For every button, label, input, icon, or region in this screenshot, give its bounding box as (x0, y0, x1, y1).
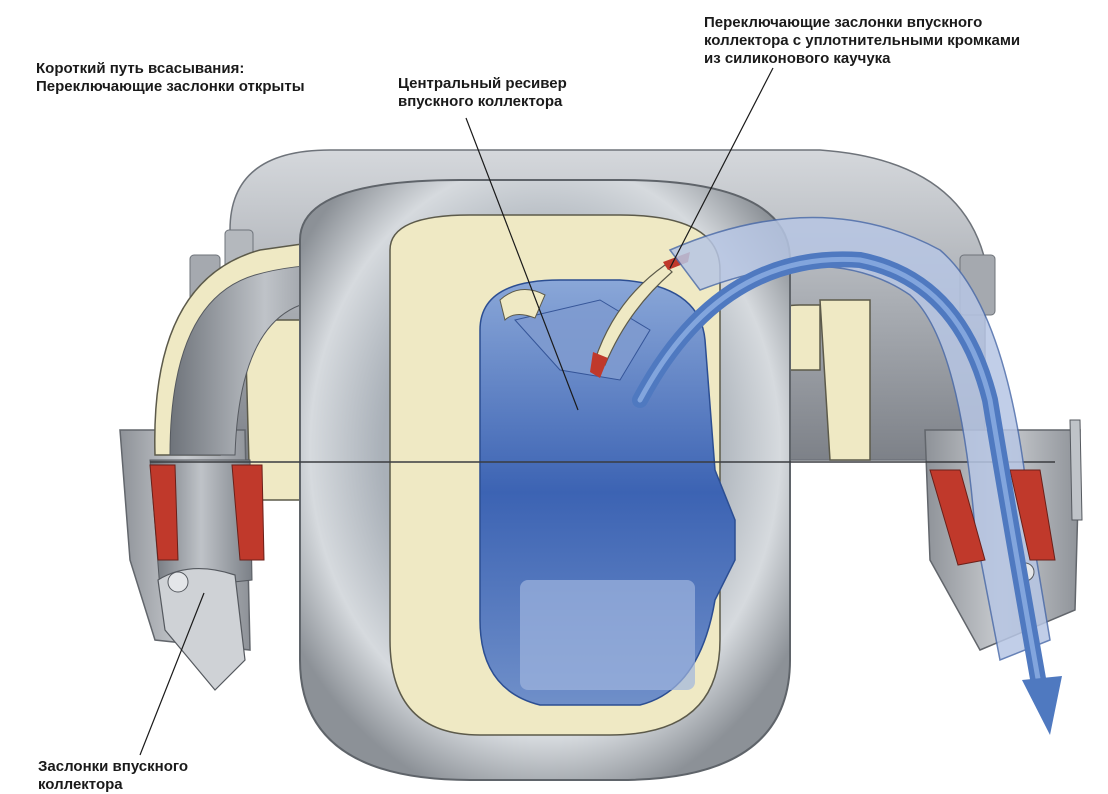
intake-manifold-illustration (0, 0, 1108, 794)
